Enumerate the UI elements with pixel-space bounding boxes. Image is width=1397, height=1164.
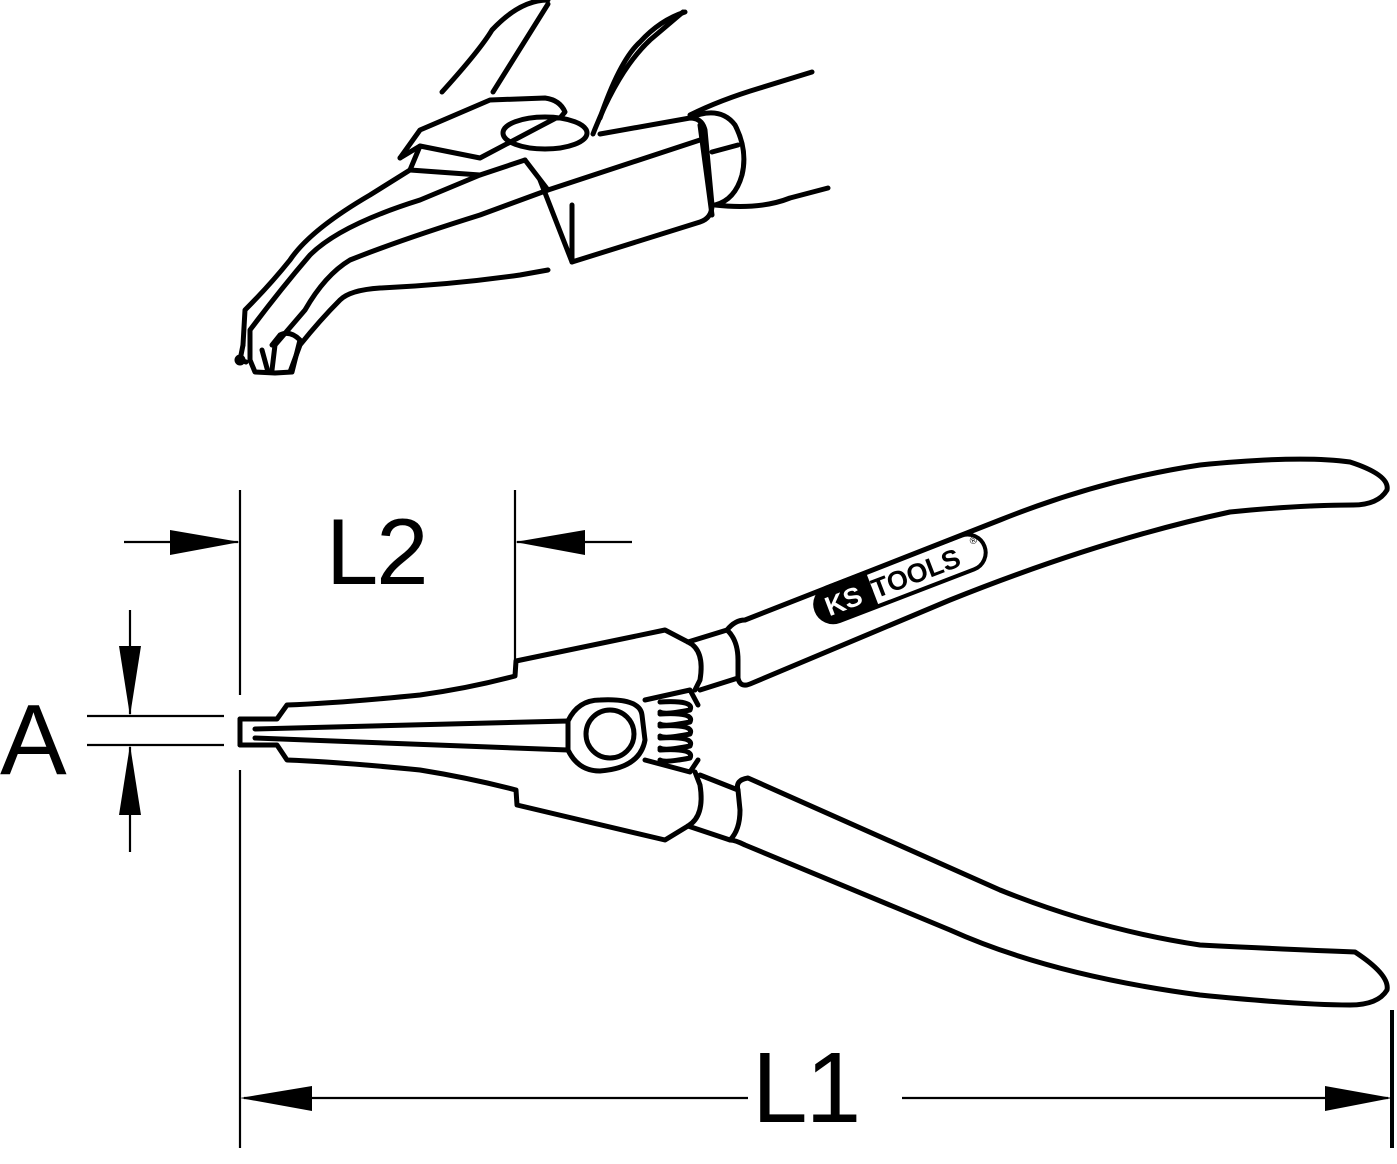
arrow-left-icon: [240, 1086, 312, 1111]
dimension-label-l2: L2: [326, 499, 429, 604]
spring-icon: [657, 699, 694, 764]
arrow-up-icon: [119, 745, 141, 815]
brand-logo: KS TOOLS ®: [813, 532, 988, 625]
dimension-a: [87, 610, 224, 852]
arrow-right-icon: [1325, 1086, 1392, 1111]
dimension-l1: [238, 770, 1394, 1148]
dimension-label-a: A: [0, 684, 67, 796]
dimension-label-l1: L1: [752, 1032, 861, 1144]
dimension-l2: [124, 490, 632, 695]
side-view: [237, 456, 1390, 1008]
perspective-detail-view: [234, 0, 831, 376]
registered-mark: ®: [968, 535, 979, 548]
arrow-left-icon: [515, 530, 585, 555]
arrow-right-icon: [170, 530, 240, 555]
arrow-down-icon: [119, 646, 141, 716]
